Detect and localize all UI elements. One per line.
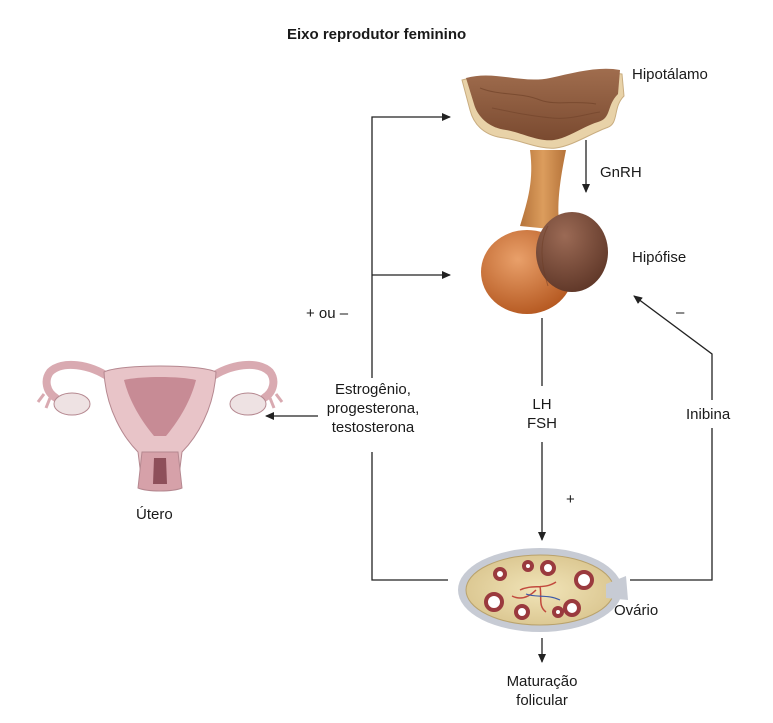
maturation-line-2: folicular [516, 692, 568, 709]
inhibin-minus-sign: – [676, 304, 685, 321]
feedback-line-to-hypothalamus [371, 113, 451, 330]
ovary-illustration [458, 548, 628, 632]
ovary-label: Ovário [614, 602, 659, 619]
lh-fsh-plus-sign: + [566, 491, 575, 508]
connector-lines [265, 113, 713, 663]
uterus-label: Útero [136, 506, 173, 523]
inhibin-line-upper [633, 295, 713, 400]
fsh-label: FSH [527, 415, 557, 432]
hormones-line-lower [371, 452, 448, 581]
diagram-title: Eixo reprodutor feminino [287, 26, 467, 43]
pituitary-illustration [481, 212, 608, 314]
gnrh-label: GnRH [600, 164, 642, 181]
hypothalamus-label: Hipotálamo [632, 66, 708, 83]
sex-hormones-label: Estrogênio, progesterona, testosterona [318, 380, 428, 437]
hormone-estrogen: Estrogênio, [335, 381, 411, 398]
maturation-line-1: Maturação [506, 673, 578, 690]
hypothalamus-illustration [461, 68, 625, 230]
lh-fsh-label: LH FSH [522, 395, 562, 433]
inhibin-line-lower [630, 428, 713, 581]
hormone-progesterone: progesterona, [326, 400, 420, 417]
uterus-illustration [36, 360, 284, 492]
pituitary-label: Hipófise [632, 249, 687, 266]
follicular-maturation-label: Maturação folicular [496, 672, 588, 710]
inhibin-label: Inibina [686, 406, 731, 423]
lh-label: LH [532, 396, 552, 413]
plus-or-minus-label: + ou – [306, 305, 349, 322]
hormone-testosterone: testosterona [331, 419, 415, 436]
